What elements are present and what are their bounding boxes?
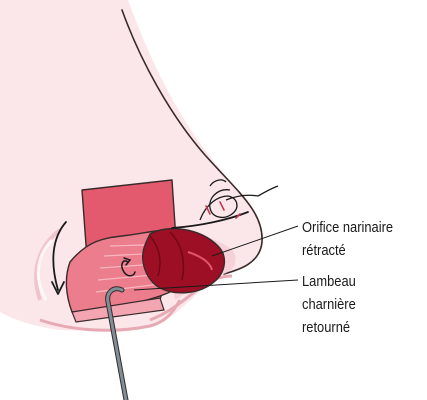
label-orifice-narinaire: Orifice narinaire rétracté — [302, 216, 393, 262]
label-orifice-line-1: Orifice narinaire — [302, 216, 393, 239]
label-lambeau-charniere: Lambeau charnière retourné — [302, 270, 356, 339]
label-lambeau-line-1: Lambeau — [302, 270, 356, 293]
label-lambeau-line-2: charnière — [302, 293, 356, 316]
label-orifice-line-2: rétracté — [302, 239, 393, 262]
label-lambeau-line-3: retourné — [302, 316, 356, 339]
